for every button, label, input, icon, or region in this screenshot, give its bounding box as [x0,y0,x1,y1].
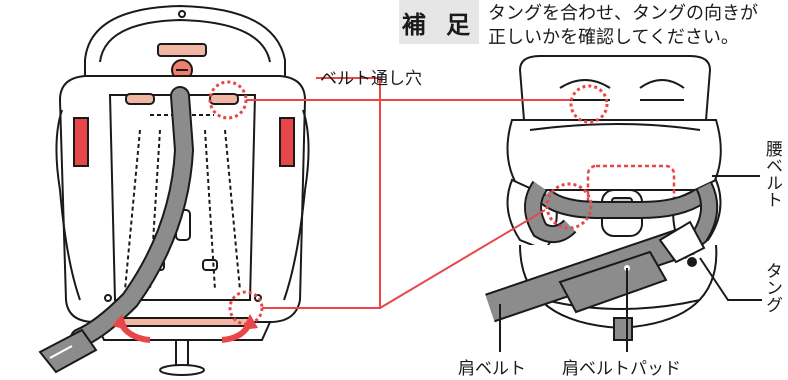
note-badge: 補 足 [399,0,479,44]
label-belt-hole: ベルト通し穴 [320,69,422,89]
callout-lines [246,77,762,352]
front-belt-hole-marker-top [569,84,609,124]
front-tongue-plate [658,220,706,267]
rear-tongue-plate [38,328,98,374]
note-line-1: タングを合わせ、タングの向きが [488,3,758,24]
front-lap-hole-marker [545,182,593,230]
label-shoulder-pad: 肩ベルトパッド [562,359,681,379]
note-line-2: 正しいかを確認してください。 [488,27,739,48]
label-tongue: タング [762,262,782,313]
label-lap-belt: 腰ベルト [762,140,782,208]
label-shoulder-belt: 肩ベルト [458,359,526,379]
front-shoulder-pad [558,250,668,314]
front-lap-path-highlight [586,164,676,214]
note-text: タングを合わせ、タングの向きが 正しいかを確認してください。 [488,2,788,50]
